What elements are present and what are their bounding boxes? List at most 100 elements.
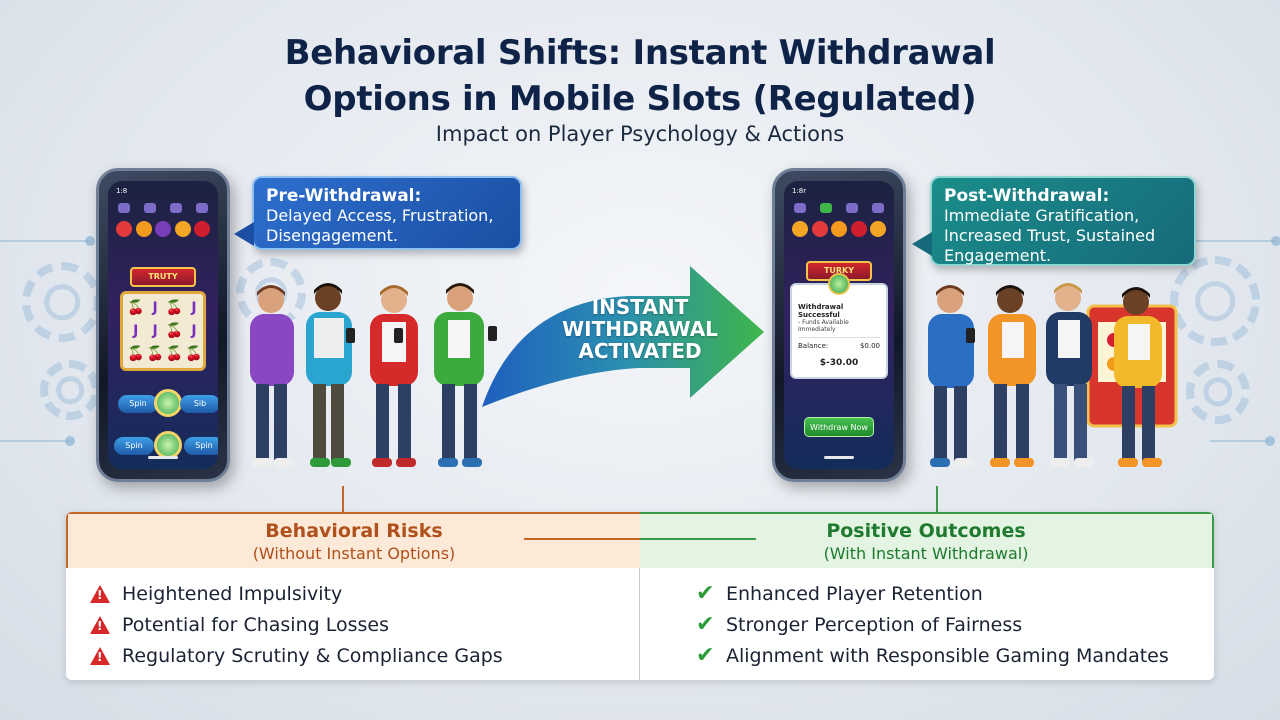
spin-knob[interactable] <box>154 389 182 417</box>
withdrawal-success-modal: Withdrawal Successful - Funds Available … <box>790 273 888 379</box>
list-item: ✔ Stronger Perception of Fairness <box>696 609 1169 640</box>
list-item: Potential for Chasing Losses <box>90 609 503 640</box>
fruit-row <box>116 221 210 237</box>
modal-heading: Withdrawal Successful <box>798 303 844 319</box>
reel-symbol: J <box>133 322 139 339</box>
bubble-tail <box>234 222 254 246</box>
pre-withdrawal-line: Disengagement. <box>266 226 398 245</box>
orange-icon <box>831 221 847 237</box>
home-indicator <box>824 456 854 459</box>
instant-withdrawal-label: INSTANT WITHDRAWAL ACTIVATED <box>540 296 740 362</box>
withdrawal-amount: $-30.00 <box>819 358 859 368</box>
pre-withdrawal-heading: Pre-Withdrawal: <box>266 186 422 206</box>
reel-symbol: J <box>152 322 158 339</box>
circuit-line <box>0 236 95 246</box>
list-item: Regulatory Scrutiny & Compliance Gaps <box>90 640 503 671</box>
slot-marquee: TURKY <box>806 261 872 281</box>
check-mark-icon: ✔ <box>696 642 715 668</box>
post-withdrawal-line: Immediate Gratification, <box>944 206 1140 225</box>
post-withdrawal-line: Increased Trust, Sustained <box>944 226 1156 245</box>
circuit-line <box>0 436 75 446</box>
person-figure <box>928 285 975 467</box>
instant-withdrawal-arrow <box>482 266 764 407</box>
list-item: ✔ Alignment with Responsible Gaming Mand… <box>696 640 1169 671</box>
balance-row: Balance: $0.00 <box>798 337 880 350</box>
right-phone-screen: 1:8r TURKY Withdrawal Successful - Funds… <box>784 181 894 469</box>
pre-withdrawal-line: Delayed Access, Frustration, <box>266 206 494 225</box>
post-withdrawal-line: Engagement. <box>944 246 1052 265</box>
pre-withdrawal-bubble: Pre-Withdrawal: Delayed Access, Frustrat… <box>252 176 522 250</box>
outcomes-panel-title: Positive Outcomes <box>826 520 1026 542</box>
risk-item-text: Heightened Impulsivity <box>122 582 343 605</box>
check-mark-icon: ✔ <box>696 580 715 606</box>
success-check-icon <box>828 273 850 295</box>
gear-decoration-icon <box>40 360 100 420</box>
risks-panel-title: Behavioral Risks <box>265 520 443 542</box>
header-connector-line <box>524 538 640 540</box>
withdraw-now-button[interactable]: Withdraw Now <box>804 417 874 437</box>
check-mark-icon: ✔ <box>696 611 715 637</box>
strawberry-icon <box>811 221 828 237</box>
title-line-2: Options in Mobile Slots (Regulated) <box>303 79 977 119</box>
grapes-icon <box>155 221 171 237</box>
post-withdrawal-heading: Post-Withdrawal: <box>944 186 1110 206</box>
game-topbar <box>794 203 884 215</box>
spin-button[interactable]: Spin <box>114 437 154 455</box>
page-subtitle: Impact on Player Psychology & Actions <box>435 122 845 146</box>
reel-symbol: J <box>152 300 158 317</box>
left-phone: 1:8 TRUTY 🍒 J 🍒 J J J 🍒 J 🍒 🍒 🍒 🍒 Spin S… <box>96 168 230 482</box>
risks-panel-subtitle: (Without Instant Options) <box>252 544 456 563</box>
spin-button[interactable]: Spin <box>118 395 158 413</box>
risk-item-text: Regulatory Scrutiny & Compliance Gaps <box>122 644 503 667</box>
header-connector-line <box>640 538 756 540</box>
spin-button[interactable]: Spin <box>184 437 218 455</box>
reel-symbol: 🍒 <box>165 300 184 317</box>
left-phone-screen: 1:8 TRUTY 🍒 J 🍒 J J J 🍒 J 🍒 🍒 🍒 🍒 Spin S… <box>108 181 218 469</box>
warning-triangle-icon <box>90 615 110 634</box>
orange-icon <box>792 221 808 237</box>
reel-symbol: 🍒 <box>165 345 184 362</box>
cherry-icon <box>850 221 867 237</box>
outcome-item-text: Alignment with Responsible Gaming Mandat… <box>726 644 1169 667</box>
outcomes-panel-header: Positive Outcomes (With Instant Withdraw… <box>640 512 1214 568</box>
outcome-item-text: Enhanced Player Retention <box>726 582 983 605</box>
bet-button[interactable]: Sib <box>180 395 218 413</box>
reel-symbol: 🍒 <box>146 345 164 362</box>
risks-list: Heightened Impulsivity Potential for Cha… <box>90 578 503 671</box>
list-item: Heightened Impulsivity <box>90 578 503 609</box>
reel-symbol: 🍒 <box>165 322 184 339</box>
balance-value: $0.00 <box>859 342 880 350</box>
person-figure <box>250 285 294 467</box>
status-time: 1:8r <box>792 187 807 195</box>
person-figure <box>434 283 497 467</box>
bubble-tail <box>912 232 932 256</box>
reel-symbol: 🍒 <box>127 300 145 317</box>
modal-subtext: - Funds Available Immediately <box>798 319 849 333</box>
person-figure <box>988 285 1036 467</box>
title-line-1: Behavioral Shifts: Instant Withdrawal <box>284 33 996 73</box>
home-indicator <box>148 456 178 459</box>
arrow-text-line: WITHDRAWAL <box>562 317 718 341</box>
person-figure <box>1114 287 1162 467</box>
risks-panel-header: Behavioral Risks (Without Instant Option… <box>66 512 640 568</box>
left-people-group <box>250 283 497 467</box>
page-title: Behavioral Shifts: Instant Withdrawal Op… <box>0 30 1280 122</box>
circuit-line <box>1210 436 1275 446</box>
spin-knob[interactable] <box>154 431 182 459</box>
reel-symbol: J <box>191 300 197 317</box>
reel-symbol: J <box>191 322 197 339</box>
fruit-row <box>792 221 886 237</box>
risk-item-text: Potential for Chasing Losses <box>122 613 389 636</box>
right-people-group <box>928 283 1178 467</box>
right-phone: 1:8r TURKY Withdrawal Successful - Funds… <box>772 168 906 482</box>
comparison-panels: Behavioral Risks (Without Instant Option… <box>66 512 1214 680</box>
arrow-text-line: INSTANT <box>591 295 689 319</box>
arrow-text-line: ACTIVATED <box>578 339 702 363</box>
status-time: 1:8 <box>116 187 128 195</box>
gear-decoration-icon <box>1186 360 1250 424</box>
person-figure <box>1046 283 1094 467</box>
orange-icon <box>870 221 886 237</box>
game-topbar <box>118 203 208 215</box>
slot-marquee: TRUTY <box>130 267 196 287</box>
connector-line <box>342 486 344 512</box>
